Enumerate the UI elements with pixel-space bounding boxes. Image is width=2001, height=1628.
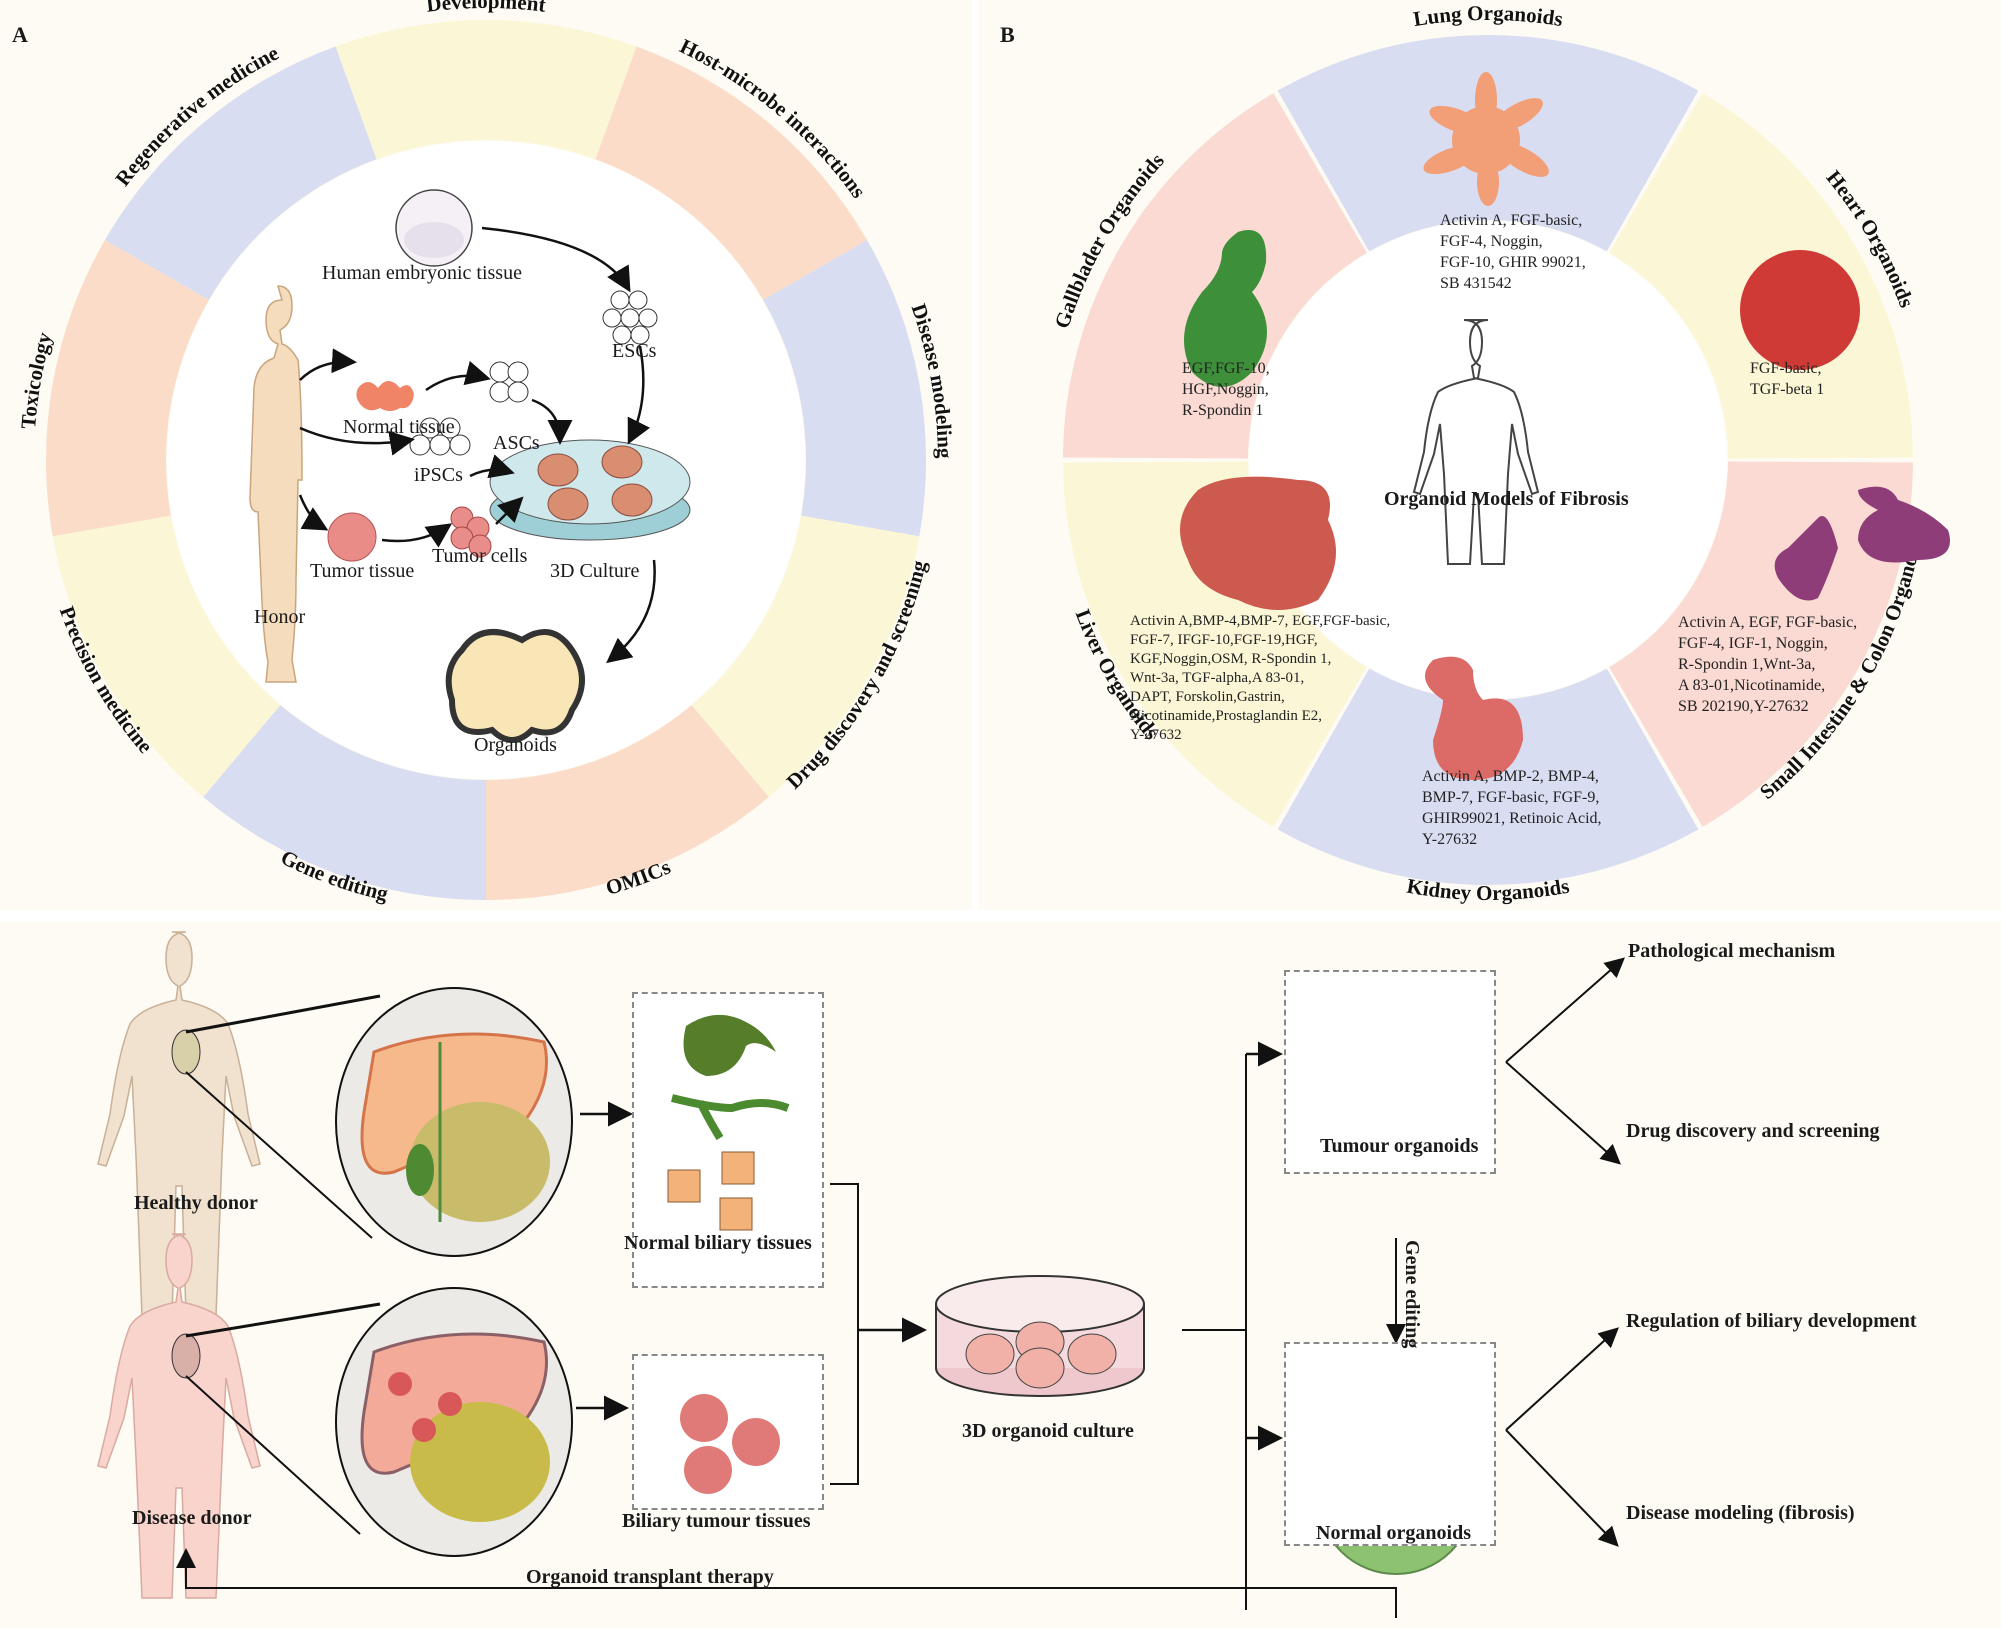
heart-organoid-icon	[1740, 250, 1860, 370]
application-segment	[335, 19, 637, 160]
honor-label: Honor	[254, 606, 306, 628]
application-label: Development	[425, 0, 547, 17]
gene-editing-label: Gene editing	[1401, 1240, 1423, 1349]
panel-c: Healthy donor Disease donor Normal bilia…	[0, 922, 2001, 1628]
application-segment	[104, 46, 377, 300]
human-outline-icon	[1412, 319, 1540, 565]
derivation-flow	[249, 189, 691, 743]
embryonic-tissue-icon	[395, 189, 473, 267]
transplant-therapy-label: Organoid transplant therapy	[526, 1566, 774, 1588]
organoid-icon	[445, 629, 585, 743]
outcome-pathological-mechanism: Pathological mechanism	[1628, 940, 1836, 962]
panel-a-letter: A	[12, 22, 28, 47]
disease-donor-figure	[97, 1233, 261, 1599]
culture-dish-icon	[489, 439, 691, 541]
culture-label: 3D Culture	[550, 560, 640, 582]
application-segment	[486, 705, 769, 900]
biliary-tumour-tissues-label: Biliary tumour tissues	[622, 1510, 811, 1532]
intestine-organoid-icon	[1774, 486, 1950, 601]
gallbladder-factors: EGF,FGF-10, HGF,Noggin, R-Spondin 1	[1182, 360, 1270, 419]
ipscs-label: iPSCs	[414, 464, 463, 486]
lung-organoid-icon	[1423, 72, 1549, 206]
healthy-donor-figure	[97, 931, 261, 1317]
normal-organoids-label: Normal organoids	[1316, 1522, 1471, 1544]
liver-factors: Activin A,BMP-4,BMP-7, EGF,FGF-basic, FG…	[1130, 613, 1391, 743]
biliary-tumour-tissues-box	[632, 1354, 824, 1510]
outcome-disease-modeling: Disease modeling (fibrosis)	[1626, 1502, 1855, 1524]
culture-dish-icon	[935, 1275, 1145, 1397]
application-segment	[595, 46, 868, 300]
escs-cells-icon	[602, 290, 658, 345]
organoid-segment	[1063, 461, 1367, 827]
liver-organoid-icon	[1180, 476, 1336, 610]
culture-label: 3D organoid culture	[962, 1420, 1134, 1442]
normal-tissue-label: Normal tissue	[343, 416, 455, 438]
organoid-illustrations	[1180, 72, 1950, 780]
ascs-cells-icon	[489, 361, 529, 403]
application-segment	[45, 240, 209, 537]
kidney-organoid-icon	[1425, 656, 1523, 780]
tumor-tissue-icon	[327, 512, 377, 562]
human-embryonic-tissue-label: Human embryonic tissue	[322, 262, 522, 284]
tumor-tissue-label: Tumor tissue	[310, 560, 415, 582]
application-segment	[203, 705, 486, 900]
human-figure-icon	[249, 285, 303, 683]
healthy-donor-label: Healthy donor	[134, 1192, 258, 1214]
lung-factors: Activin A, FGF-basic, FGF-4, Noggin, FGF…	[1440, 212, 1586, 292]
kidney-factors: Activin A, BMP-2, BMP-4, BMP-7, FGF-basi…	[1422, 768, 1602, 848]
gallbladder-organoid-icon	[1184, 230, 1267, 387]
disease-donor-label: Disease donor	[132, 1507, 252, 1529]
application-segment	[763, 240, 927, 537]
application-segment	[52, 515, 281, 798]
tumour-organoids-label: Tumour organoids	[1320, 1135, 1479, 1157]
escs-label: ESCs	[612, 340, 657, 362]
intestine-factors: Activin A, EGF, FGF-basic, FGF-4, IGF-1,…	[1678, 614, 1858, 715]
tumor-cells-icon	[450, 506, 492, 558]
outcome-drug-discovery: Drug discovery and screening	[1626, 1120, 1880, 1142]
organoid-segment	[1609, 461, 1913, 827]
ipscs-cells-icon	[409, 417, 471, 456]
disease-liver-icon	[335, 1287, 573, 1557]
organoids-label: Organoids	[474, 734, 557, 756]
application-segment	[691, 515, 920, 798]
healthy-liver-icon	[335, 987, 573, 1257]
tumor-cells-label: Tumor cells	[432, 545, 528, 567]
panel-b-letter: B	[1000, 22, 1015, 47]
normal-biliary-tissues-label: Normal biliary tissues	[624, 1232, 812, 1254]
outcome-biliary-development: Regulation of biliary development	[1626, 1310, 1917, 1332]
normal-organoids-box	[1284, 1342, 1496, 1546]
heart-factors: FGF-basic, TGF-beta 1	[1750, 360, 1825, 398]
ascs-label: ASCs	[493, 432, 540, 454]
normal-tissue-icon	[356, 381, 414, 411]
center-title: Organoid Models of Fibrosis	[1384, 488, 1629, 510]
tumour-organoids-box	[1284, 970, 1496, 1174]
